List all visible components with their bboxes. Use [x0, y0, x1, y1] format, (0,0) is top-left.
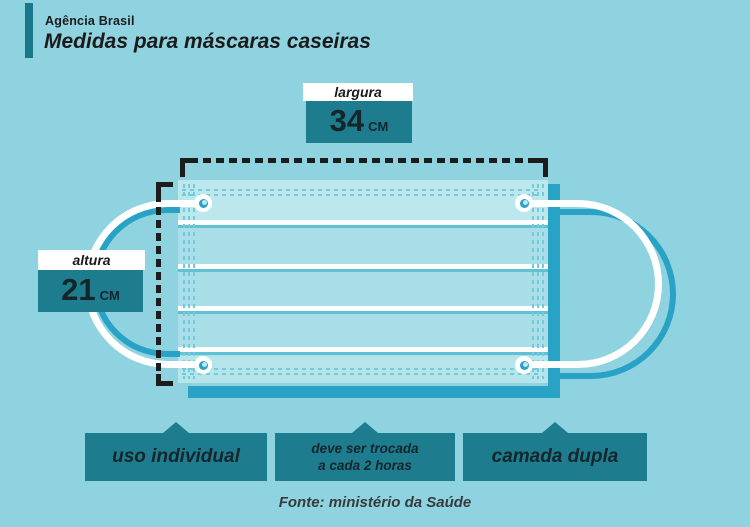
- ear-loop-right-inner: [518, 200, 662, 368]
- note-individual-use: uso individual: [85, 422, 267, 481]
- height-value: 21: [61, 272, 96, 307]
- width-marker-corner: [180, 158, 185, 177]
- height-marker-corner: [156, 374, 161, 386]
- mask-pleat: [178, 180, 548, 220]
- height-value-box: 21 CM: [38, 270, 143, 312]
- source-credit: Fonte: ministério da Saúde: [278, 494, 472, 511]
- height-marker-corner: [156, 381, 173, 386]
- pleat-fold-shadow: [178, 352, 548, 355]
- stitch-line: [182, 373, 542, 375]
- height-marker-corner: [156, 182, 173, 187]
- agency-name: Agência Brasil: [45, 14, 135, 28]
- height-marker-dashed-line: [156, 194, 161, 374]
- width-marker-corner: [543, 158, 548, 177]
- note-text: deve ser trocada a cada 2 horas: [311, 441, 419, 473]
- note-double-layer: camada dupla: [463, 422, 647, 481]
- note-pointer-arrow: [352, 422, 378, 433]
- pleat-fold-line: [178, 306, 548, 311]
- note-text: uso individual: [112, 446, 240, 467]
- stitch-line: [182, 189, 542, 191]
- mask-eyelet-bottom-left: [194, 356, 212, 374]
- width-value-box: 34 CM: [306, 101, 412, 143]
- note-pointer-arrow: [163, 422, 189, 433]
- width-value: 34: [329, 103, 365, 138]
- note-text: camada dupla: [491, 446, 619, 467]
- pleat-fold-shadow: [178, 225, 548, 228]
- mask-illustration: [178, 180, 548, 383]
- mask-eyelet-top-left: [194, 194, 212, 212]
- stitch-line: [182, 194, 542, 196]
- mask-eyelet-top-right: [515, 194, 533, 212]
- header-accent-bar: [25, 3, 33, 58]
- height-marker-corner: [156, 182, 161, 194]
- stitch-line: [182, 368, 542, 370]
- height-unit: CM: [99, 288, 120, 303]
- page-title: Medidas para máscaras caseiras: [44, 30, 371, 53]
- pleat-fold-line: [178, 264, 548, 269]
- note-replace-every-2h: deve ser trocada a cada 2 horas: [275, 422, 455, 481]
- width-marker-dashed-line: [190, 158, 536, 163]
- height-label: altura: [38, 250, 145, 270]
- width-marker-corner: [180, 158, 192, 163]
- mask-eyelet-bottom-right: [515, 356, 533, 374]
- pleat-fold-shadow: [178, 269, 548, 272]
- width-unit: CM: [368, 119, 389, 134]
- width-marker-corner: [536, 158, 548, 163]
- pleat-fold-line: [178, 347, 548, 352]
- mask-bottom-shadow: [188, 386, 560, 398]
- pleat-fold-line: [178, 220, 548, 225]
- note-pointer-arrow: [542, 422, 568, 433]
- pleat-fold-shadow: [178, 311, 548, 314]
- width-label: largura: [303, 83, 413, 101]
